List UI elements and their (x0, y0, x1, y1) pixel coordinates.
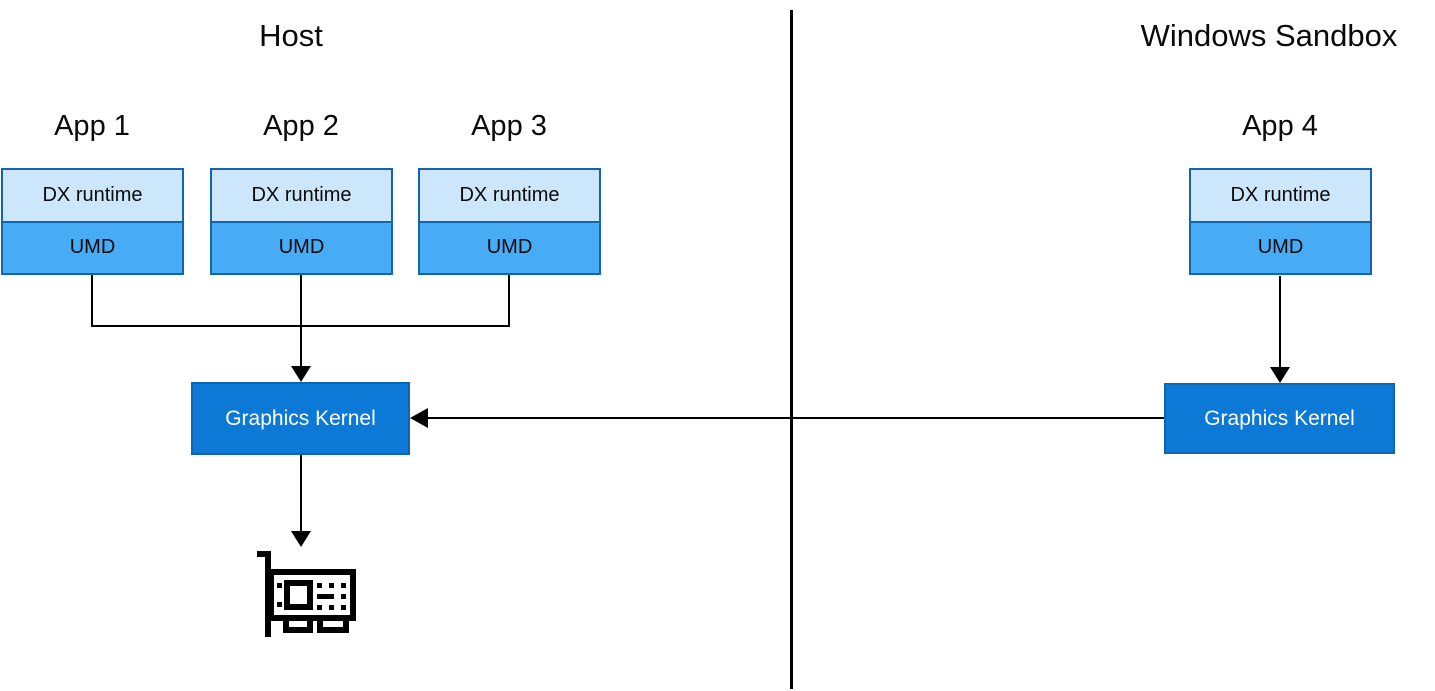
app1-connector-line (91, 275, 93, 327)
app3-box: DX runtime UMD (418, 168, 601, 275)
app1-dx-runtime-layer: DX runtime (3, 170, 182, 223)
app2-dx-runtime-layer: DX runtime (212, 170, 391, 223)
app3-umd-layer: UMD (420, 222, 599, 273)
sandbox-title: Windows Sandbox (1140, 18, 1398, 53)
app3-dx-runtime-layer: DX runtime (420, 170, 599, 223)
app4-umd-layer: UMD (1191, 222, 1370, 273)
app4-box: DX runtime UMD (1189, 168, 1372, 275)
arrowhead-down-into-sandbox-kernel-icon (1270, 367, 1290, 383)
arrowhead-down-into-host-kernel-icon (291, 366, 311, 382)
arrowhead-down-into-gpu-icon (291, 531, 311, 547)
app2-connector-line (300, 275, 302, 367)
gpu-card-icon (257, 551, 356, 637)
app4-label: App 4 (1242, 110, 1318, 142)
app1-umd-layer: UMD (3, 222, 182, 273)
app2-box: DX runtime UMD (210, 168, 393, 275)
app2-label: App 2 (263, 110, 339, 142)
app2-umd-layer: UMD (212, 222, 391, 273)
host-title: Host (259, 18, 323, 53)
host-sandbox-divider (790, 10, 793, 689)
arrowhead-left-into-host-kernel-icon (410, 408, 428, 428)
app3-label: App 3 (471, 110, 547, 142)
app1-box: DX runtime UMD (1, 168, 184, 275)
app3-connector-line (508, 275, 510, 327)
app4-connector-line (1279, 276, 1281, 369)
app4-dx-runtime-layer: DX runtime (1191, 170, 1370, 223)
sandbox-to-host-kernel-line (428, 417, 1164, 419)
host-graphics-kernel-box: Graphics Kernel (191, 382, 410, 455)
app1-label: App 1 (54, 110, 130, 142)
sandbox-graphics-kernel-box: Graphics Kernel (1164, 383, 1395, 454)
kernel-to-gpu-line (300, 455, 302, 531)
